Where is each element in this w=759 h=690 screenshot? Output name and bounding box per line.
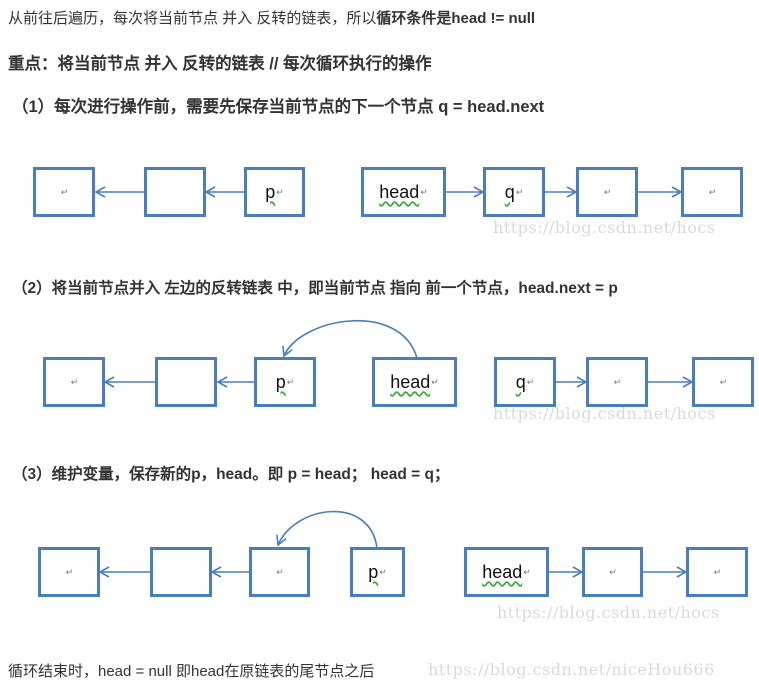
watermark-4: https://blog.csdn.net/niceHou666 [428,660,715,679]
s2-node-4: ↵ [586,357,648,407]
return-mark: ↵ [60,186,69,197]
watermark-3: https://blog.csdn.net/hocs [497,603,720,622]
s2-node-1: ↵ [43,357,105,407]
s1-node-5: ↵ [681,167,743,217]
s1-node-1: ↵ [33,167,95,217]
s1-node-head: head↵ [361,167,446,217]
ending-note: 循环结束时，head = null 即head在原链表的尾节点之后 [8,663,375,680]
watermark-2: https://blog.csdn.net/hocs [493,404,716,423]
s1-node-4: ↵ [576,167,638,217]
intro-prefix: 从前往后遍历，每次将当前节点 并入 反转的链表，所以 [8,10,377,27]
node-label-head: head [379,181,420,202]
s2-node-2 [155,357,217,407]
node-label-q: q [504,181,515,202]
step-2-heading: （2）将当前节点并入 左边的反转链表 中，即当前节点 指向 前一个节点，head… [12,280,618,297]
s3-node-p: p↵ [350,547,405,597]
intro-text: 从前往后遍历，每次将当前节点 并入 反转的链表，所以循环条件是head != n… [8,7,535,28]
focus-heading: 重点：将当前节点 并入 反转的链表 // 每次循环执行的操作 [8,55,432,73]
s3-node-head: head↵ [464,547,549,597]
s2-node-head: head↵ [372,357,457,407]
watermark-1: https://blog.csdn.net/hocs [493,218,716,237]
s1-node-p: p↵ [244,167,305,217]
s1-node-2 [144,167,206,217]
s3-node-5: ↵ [686,547,748,597]
s3-node-2 [150,547,212,597]
s2-node-p: p↵ [254,357,316,407]
s3-node-1: ↵ [38,547,100,597]
loop-condition: 循环条件是head != null [376,10,536,27]
arrow-s2-curve [282,319,418,359]
s3-node-4: ↵ [582,547,643,597]
s1-node-q: q↵ [483,167,545,217]
s3-node-3: ↵ [249,547,310,597]
node-label-p: p [265,181,276,202]
s2-node-5: ↵ [692,357,754,407]
arrow-s3-curve [276,510,378,549]
step-3-heading: （3）维护变量，保存新的p，head。即 p = head； head = q； [12,466,450,483]
s2-node-q: q↵ [494,357,556,407]
step-1-heading: （1）每次进行操作前，需要先保存当前节点的下一个节点 q = head.next [12,98,545,116]
